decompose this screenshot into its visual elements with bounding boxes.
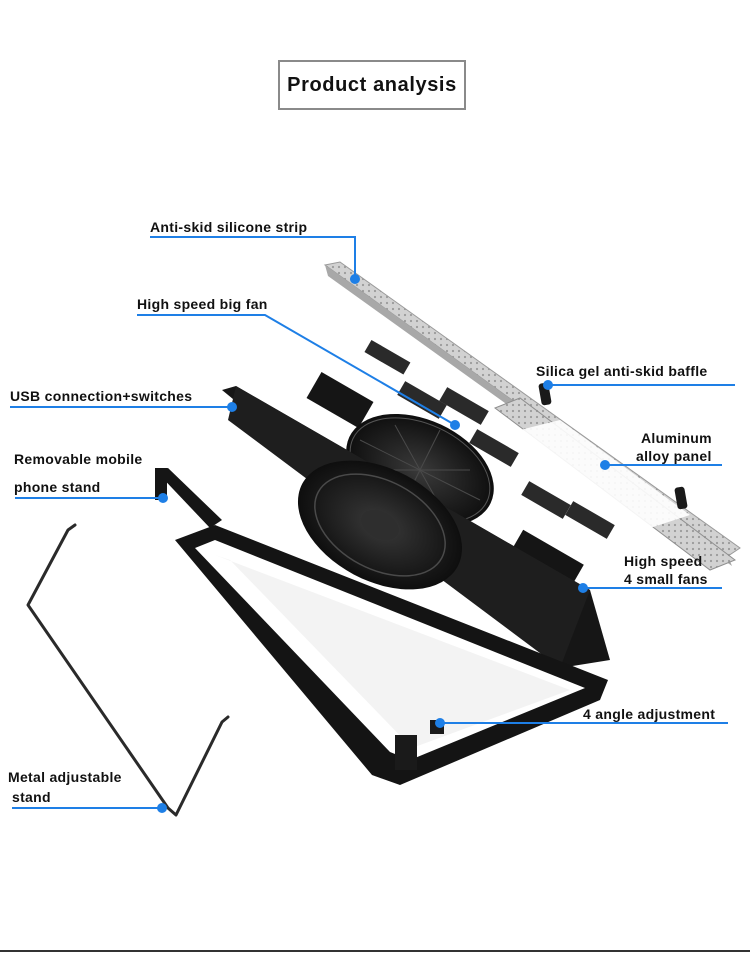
page-title: Product analysis xyxy=(287,73,457,96)
label-metal-stand-line2: stand xyxy=(12,789,51,805)
adjustable-frame xyxy=(175,525,608,785)
callout-dots xyxy=(157,274,610,813)
label-big-fan: High speed big fan xyxy=(137,296,268,312)
label-metal-stand-line1: Metal adjustable xyxy=(8,769,122,785)
label-aluminum-line2: alloy panel xyxy=(636,448,712,464)
title-box: Product analysis xyxy=(278,60,466,110)
label-phone-stand-line2: phone stand xyxy=(14,479,101,495)
phone-stand xyxy=(155,468,222,528)
label-usb: USB connection+switches xyxy=(10,388,193,404)
label-small-fans-line1: High speed xyxy=(624,553,703,569)
main-base-frame xyxy=(222,386,610,668)
aluminum-panel xyxy=(493,382,737,571)
bottom-rule xyxy=(0,950,750,952)
label-phone-stand-line1: Removable mobile xyxy=(14,451,143,467)
label-angle: 4 angle adjustment xyxy=(583,706,716,722)
metal-stand-wire xyxy=(26,523,230,817)
label-silica-baffle: Silica gel anti-skid baffle xyxy=(536,363,708,379)
label-anti-skid-strip: Anti-skid silicone strip xyxy=(150,219,308,235)
label-small-fans-line2: 4 small fans xyxy=(624,571,708,587)
fan-blade-pieces xyxy=(364,339,615,539)
callout-lines xyxy=(10,236,735,809)
label-aluminum-line1: Aluminum xyxy=(641,430,712,446)
